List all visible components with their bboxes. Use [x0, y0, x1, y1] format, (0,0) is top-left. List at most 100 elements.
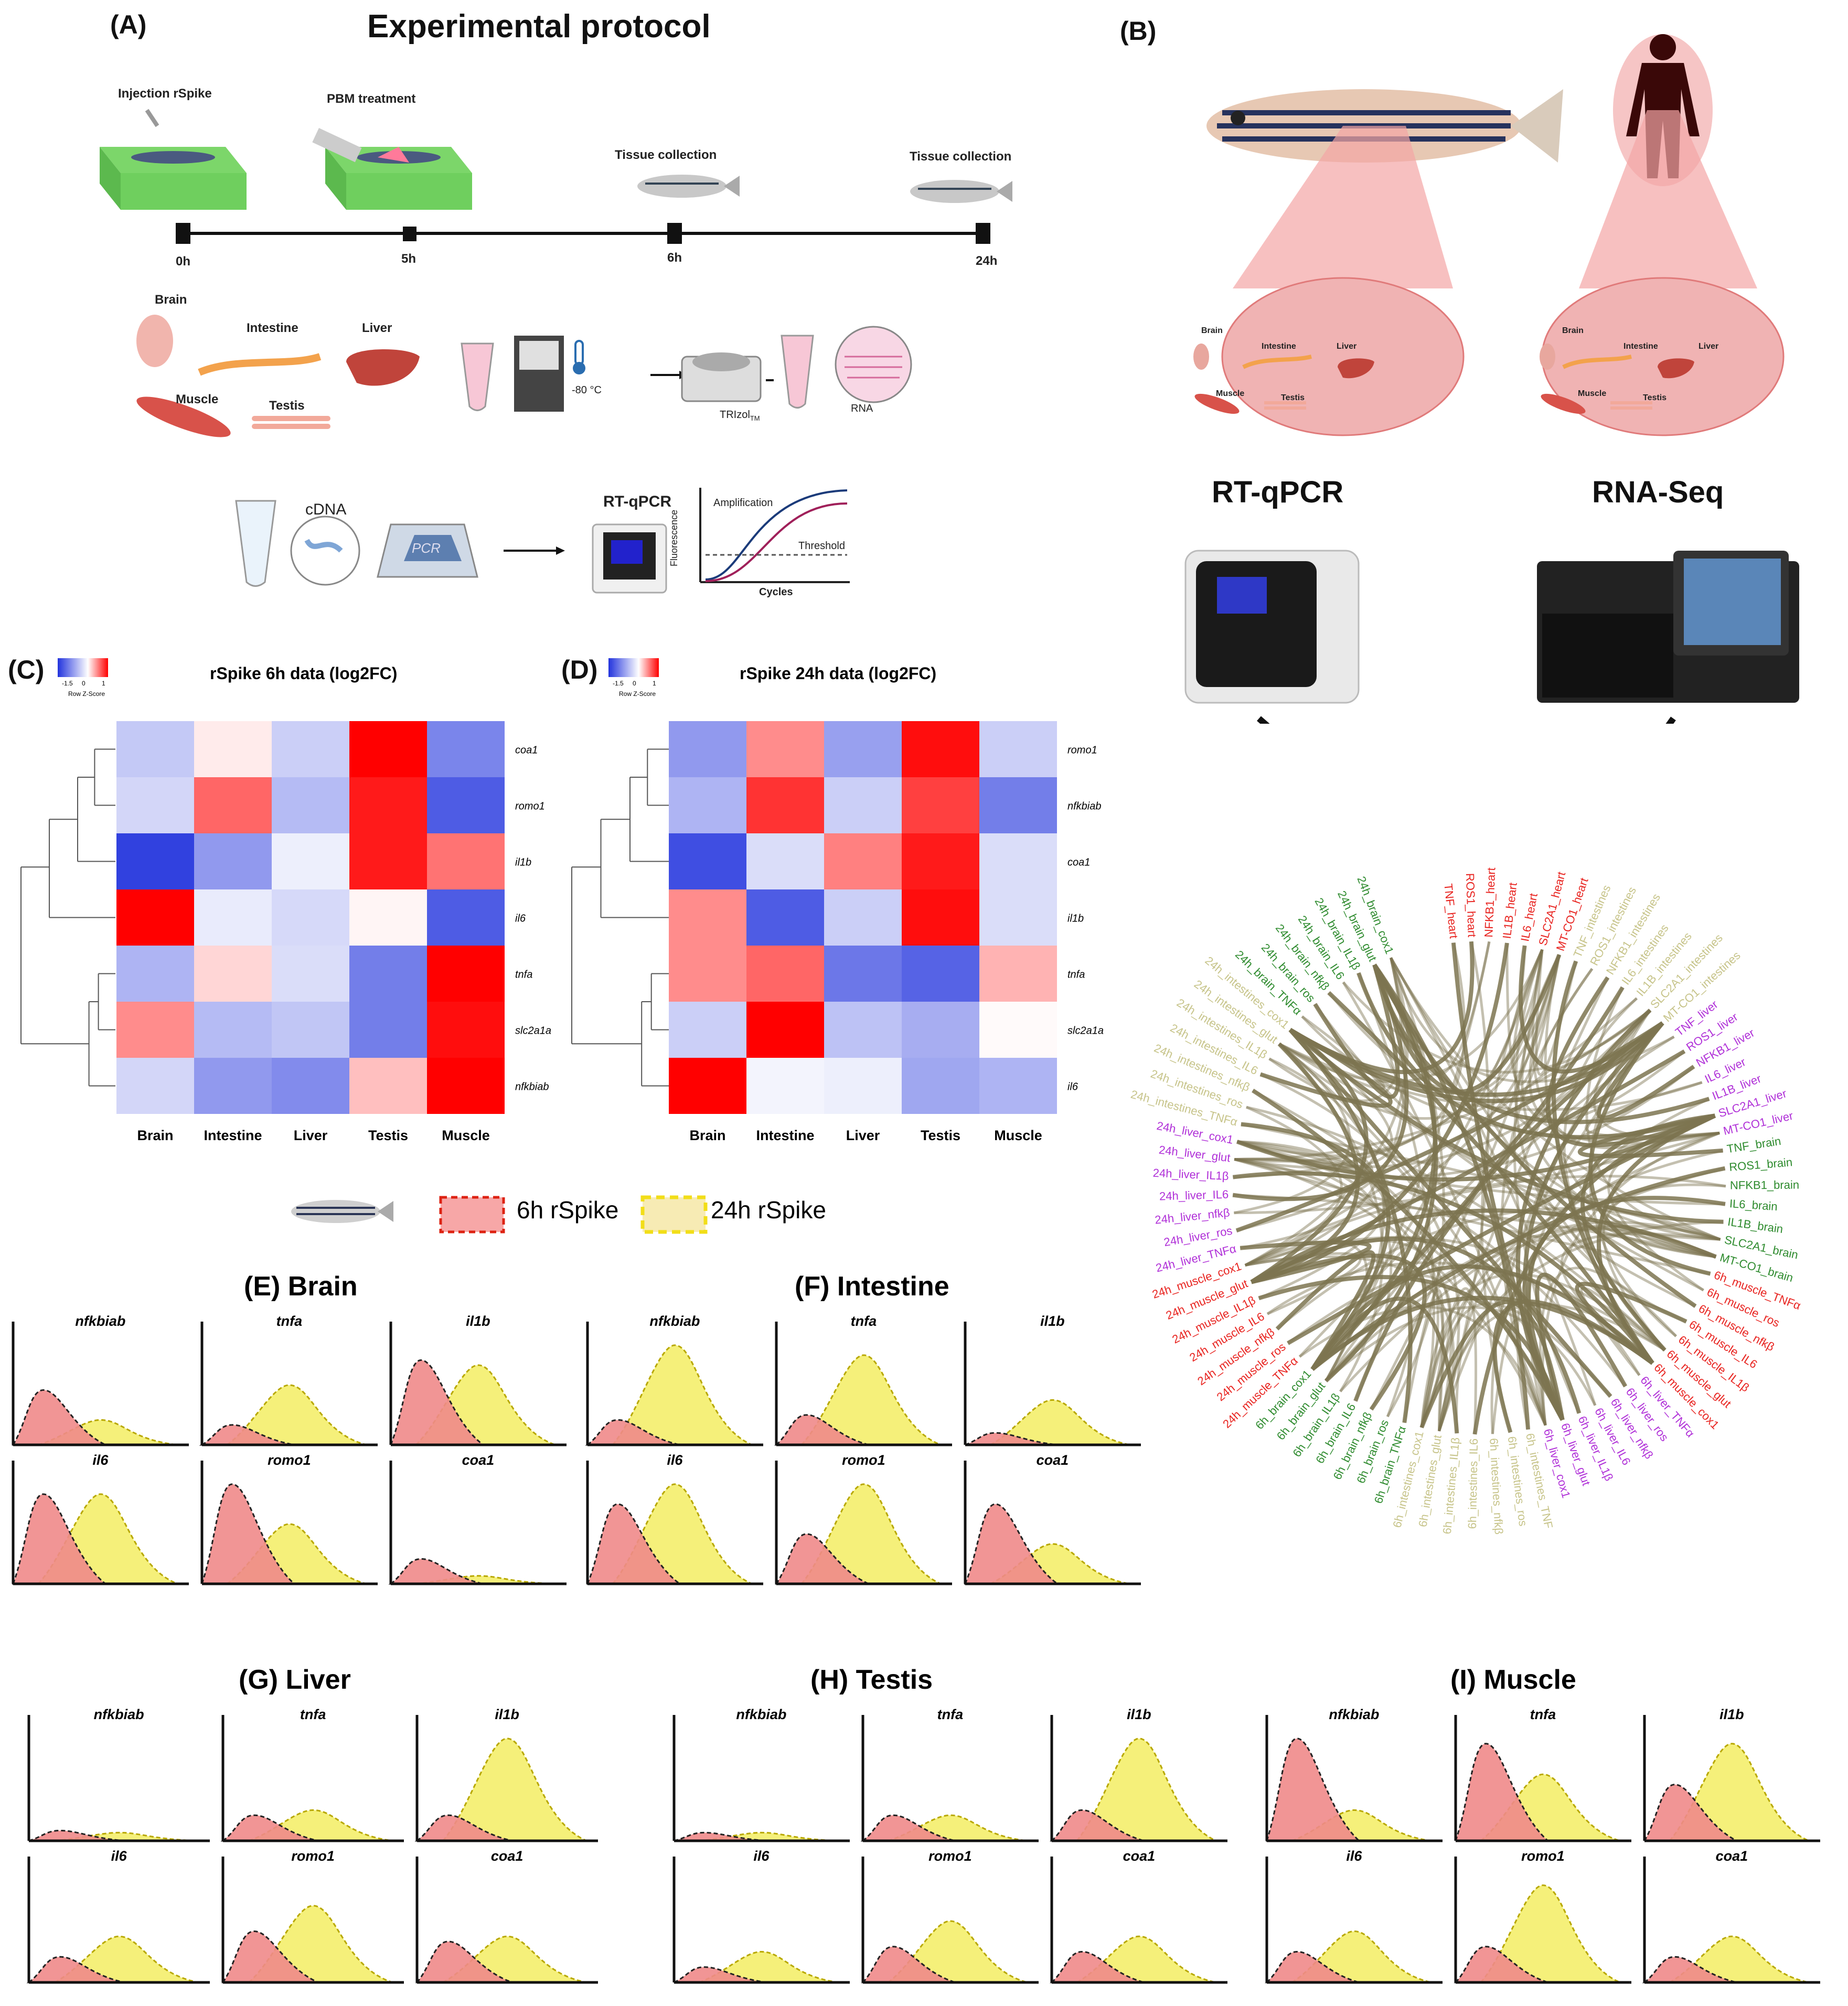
heatmap-cell: [349, 1002, 427, 1058]
network-edge: [1516, 1225, 1717, 1430]
expression-panel-title: (G) Liver: [239, 1665, 351, 1695]
heatmap-title: rSpike 24h data (log2FC): [740, 664, 936, 683]
network-edge: [1310, 1296, 1459, 1434]
heatmap-cell: [427, 777, 505, 833]
network-edge: [1234, 1131, 1720, 1215]
heatmap-row-label: il6: [515, 913, 526, 925]
gene-label: romo1: [928, 1848, 972, 1864]
heatmap-cell: [979, 777, 1057, 833]
heatmap-cell: [272, 777, 349, 833]
curve-6h: [415, 1940, 513, 1983]
network-edge: [1356, 972, 1716, 1140]
gene-label: nfkbiab: [75, 1313, 125, 1329]
method-rtqpcr: RT-qPCR: [1212, 475, 1344, 509]
color-key-tick: -1.5: [62, 680, 73, 687]
gene-label: il1b: [495, 1707, 519, 1722]
heatmap-cell: [902, 833, 979, 889]
heatmap-cell: [272, 889, 349, 946]
heatmap-cell: [427, 721, 505, 777]
heatmap-column-label: Testis: [921, 1128, 960, 1143]
curve-24h: [1479, 1884, 1621, 1983]
step-injection: Injection rSpike: [118, 87, 212, 101]
network-edge: [1357, 972, 1436, 1428]
gene-label: coa1: [1037, 1452, 1069, 1468]
heatmap-cell: [272, 1002, 349, 1058]
network-edge: [1513, 954, 1580, 1414]
network-edge: [1342, 981, 1651, 1074]
network-node-label: 6h_intestines_IL6: [1466, 1439, 1480, 1529]
curve-6h: [674, 1831, 767, 1842]
heatmap-cell: [902, 1002, 979, 1058]
heatmap-cell: [669, 889, 746, 946]
sequencer-icon: [1537, 551, 1799, 703]
heatmap-row-label: tnfa: [515, 969, 532, 981]
human-organs-ellipse: [1540, 277, 1785, 436]
network-edge: [1342, 981, 1547, 1426]
heatmap-cell: [746, 1002, 824, 1058]
thermometer-icon: [573, 340, 585, 374]
muscle-icon: [136, 396, 231, 437]
network-edge: [1234, 1158, 1547, 1426]
heatmap-cell: [824, 777, 902, 833]
network-edge: [1541, 1131, 1720, 1426]
curve-6h: [775, 1533, 869, 1585]
curve-24h: [799, 1354, 942, 1446]
freezer-icon: [514, 336, 564, 412]
heatmap-column-label: Intestine: [204, 1128, 262, 1143]
network-edge: [1236, 1140, 1386, 1300]
heatmap-cell: [272, 946, 349, 1002]
network-edge: [1386, 957, 1445, 1418]
tissue-liver-label: Liver: [362, 321, 392, 335]
network-edge: [1233, 1194, 1716, 1258]
trizol-label: TRIzolTM: [720, 409, 760, 422]
thermocycler-icon: [377, 523, 478, 578]
heatmap-cell: [349, 1058, 427, 1114]
network-edge: [1528, 954, 1685, 1121]
heatmap-column-label: Liver: [846, 1128, 880, 1143]
network-edge: [1288, 1028, 1413, 1423]
heatmap-column-label: Intestine: [756, 1128, 814, 1143]
qpcr-machine-icon: [592, 523, 667, 594]
network-edge: [1328, 949, 1544, 1095]
heatmap-cell: [979, 889, 1057, 946]
heatmap-cell: [746, 1058, 824, 1114]
curve-24h: [799, 1483, 942, 1585]
network-edge: [1232, 1171, 1654, 1365]
step-pbm: PBM treatment: [327, 92, 416, 106]
threshold-label: Threshold: [798, 540, 845, 552]
heatmap-cell: [746, 889, 824, 946]
network-edge: [1234, 1009, 1651, 1161]
curve-24h: [1075, 1737, 1217, 1842]
curve-6h: [585, 1419, 680, 1446]
gene-label: il1b: [1719, 1707, 1744, 1722]
heatmap-row-label: il1b: [515, 857, 531, 868]
curve-6h: [586, 1503, 682, 1585]
color-key-caption: Row Z-Score: [68, 690, 105, 698]
fish-organs-ellipse: [1193, 277, 1465, 436]
heatmap-row-label: il1b: [1067, 913, 1084, 925]
heatmap-cell: [979, 721, 1057, 777]
panel-b-figure: [1184, 34, 1799, 724]
network-edge: [1278, 954, 1561, 1120]
network-edge: [1235, 1021, 1664, 1233]
heatmap-column-label: Muscle: [442, 1128, 490, 1143]
network-edge: [1236, 942, 1466, 1157]
heatmap-cell: [349, 889, 427, 946]
heatmap-cell: [902, 889, 979, 946]
network-edge: [1505, 942, 1561, 1086]
time-0h: 0h: [176, 254, 191, 269]
panel-b-label: (B): [1120, 16, 1157, 46]
heatmap-column-label: Testis: [368, 1128, 408, 1143]
curve-6h: [674, 1966, 767, 1983]
centrifuge-icon: [681, 352, 762, 402]
network-edge: [1311, 963, 1437, 1371]
b-human-muscle: Muscle: [1578, 389, 1607, 398]
color-key: [608, 658, 659, 677]
gene-label: romo1: [268, 1452, 311, 1468]
network-edge: [1339, 1132, 1721, 1392]
curve-6h: [1642, 1956, 1737, 1983]
network-edge: [1245, 1252, 1362, 1315]
network-edge: [1324, 1225, 1721, 1382]
heatmap-cell: [194, 777, 272, 833]
